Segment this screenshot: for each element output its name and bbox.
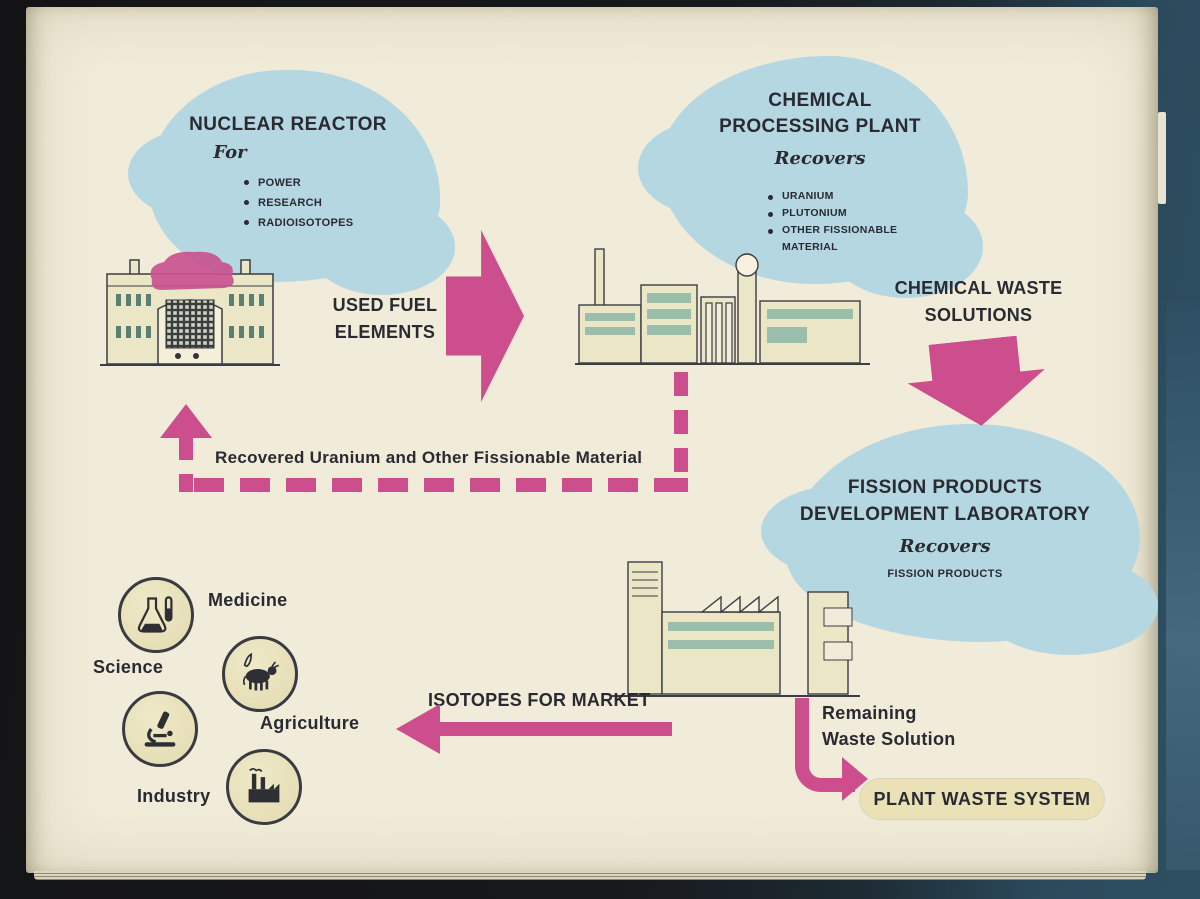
chemical-plant-illustration: [575, 248, 870, 365]
list-item: POWER: [244, 173, 353, 193]
chemical-processing-title: CHEMICAL PROCESSING PLANT: [692, 88, 948, 140]
chemical-processing-blob: [638, 56, 984, 298]
fission-lab-illustration: [612, 561, 860, 697]
science-circle: [122, 691, 198, 767]
return-line-corner: [179, 478, 193, 492]
factory-icon: [248, 768, 280, 803]
microscope-icon: [144, 711, 176, 747]
list-item: RESEARCH: [244, 193, 353, 213]
next-page-peek: [1158, 112, 1166, 204]
isotopes-arrow-shaft: [438, 722, 672, 736]
cow-icon: [242, 652, 280, 691]
reactor-uses-list: POWER RESEARCH RADIOISOTOPES: [244, 173, 353, 233]
fission-lab-title: FISSION PRODUCTS DEVELOPMENT LABORATORY: [795, 474, 1095, 528]
flask-icon: [137, 596, 173, 633]
isotopes-for-market-label: ISOTOPES FOR MARKET: [428, 690, 651, 710]
industry-circle: [226, 749, 302, 825]
reactor-script-for: For: [213, 142, 247, 163]
nuclear-reactor-title: NUCLEAR REACTOR: [189, 114, 387, 135]
list-item: PLUTONIUM: [768, 205, 900, 222]
return-dashed-line-down: [674, 372, 688, 478]
return-dashed-line-horizontal: [194, 478, 688, 492]
recovered-material-label: Recovered Uranium and Other Fissionable …: [215, 448, 643, 467]
market-label-agriculture: Agriculture: [260, 713, 360, 733]
used-fuel-elements-label: USED FUEL ELEMENTS: [330, 292, 440, 346]
label-line: ELEMENTS: [334, 322, 436, 342]
label-line: Waste Solution: [822, 729, 956, 749]
label-line: CHEMICAL WASTE: [894, 278, 1063, 298]
page-stack-edge: [34, 871, 1146, 880]
plant-waste-system-pill: PLANT WASTE SYSTEM: [860, 779, 1104, 819]
market-label-industry: Industry: [137, 786, 211, 806]
label-line: SOLUTIONS: [924, 305, 1033, 325]
processing-script-recovers: Recovers: [774, 148, 866, 169]
title-line: FISSION PRODUCTS: [847, 477, 1043, 498]
title-line: PROCESSING PLANT: [719, 116, 921, 137]
nuclear-reactor-blob: [127, 70, 455, 295]
nuclear-reactor-illustration: [100, 251, 280, 366]
medicine-circle: [118, 577, 194, 653]
list-item: RADIOISOTOPES: [244, 213, 353, 233]
return-dashed-line-up: [179, 436, 193, 480]
agriculture-circle: [222, 636, 298, 712]
market-label-medicine: Medicine: [208, 590, 288, 610]
fission-products-item: FISSION PRODUCTS: [887, 568, 1003, 580]
title-line: DEVELOPMENT LABORATORY: [799, 504, 1091, 525]
list-item: URANIUM: [768, 188, 900, 205]
processing-recovers-list: URANIUM PLUTONIUM OTHER FISSIONABLE MATE…: [768, 188, 900, 256]
list-item: OTHER FISSIONABLE MATERIAL: [768, 222, 900, 256]
chemical-waste-label: CHEMICAL WASTE SOLUTIONS: [886, 275, 1071, 329]
title-line: CHEMICAL: [768, 90, 872, 111]
label-line: USED FUEL: [332, 295, 438, 315]
waste-connector-line: [795, 698, 855, 792]
fission-script-recovers: Recovers: [899, 536, 991, 557]
market-label-science: Science: [93, 657, 164, 677]
back-cover-strip: [1166, 300, 1200, 870]
